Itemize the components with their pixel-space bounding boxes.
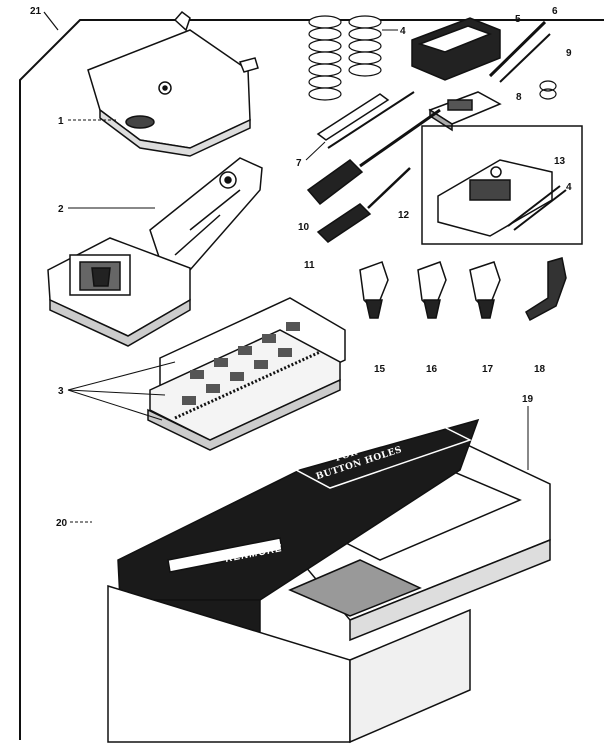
callout-2: 2 xyxy=(58,204,64,215)
presser-foot-17-part xyxy=(469,261,501,319)
callout-4: 4 xyxy=(400,26,406,37)
leader-21 xyxy=(43,11,59,31)
callout-10: 10 xyxy=(298,222,310,233)
seam-ripper-part xyxy=(316,91,415,149)
inset-box xyxy=(421,125,583,245)
leader-3 xyxy=(67,361,176,421)
callout-21: 21 xyxy=(30,6,42,17)
callout-17: 17 xyxy=(482,364,494,375)
presser-foot-16-part xyxy=(417,261,447,319)
callout-7: 7 xyxy=(296,158,302,169)
callout-12: 12 xyxy=(398,210,410,221)
leader-7 xyxy=(305,141,326,161)
screwdriver-small-part xyxy=(488,20,551,83)
gauge-card-part xyxy=(428,91,502,132)
callout-19: 19 xyxy=(522,394,534,405)
callout-11: 11 xyxy=(304,260,315,271)
presser-foot-18-part xyxy=(525,257,567,322)
buttonhole-attachment-part xyxy=(47,157,263,347)
screwdriver-large-part xyxy=(306,108,441,206)
callout-18: 18 xyxy=(534,364,546,375)
callout-8: 8 xyxy=(516,92,522,103)
callout-6: 6 xyxy=(552,6,558,17)
callout-14: 4 xyxy=(566,182,572,193)
bobbins-part xyxy=(308,15,382,101)
callout-16: 16 xyxy=(426,364,438,375)
frame-border xyxy=(19,19,604,740)
callout-3: 3 xyxy=(58,386,64,397)
presser-plate-part xyxy=(507,185,567,231)
cover-plate-part xyxy=(87,10,259,157)
feed-cover-plate-part xyxy=(437,159,553,237)
callout-15: 15 xyxy=(374,364,386,375)
callout-5: 5 xyxy=(515,14,521,25)
needle-pack-part xyxy=(411,17,501,81)
callout-20: 20 xyxy=(56,518,68,529)
callout-1: 1 xyxy=(58,116,64,127)
callout-9: 9 xyxy=(566,48,572,59)
screwdriver-medium-part xyxy=(316,167,411,243)
spring-part xyxy=(539,80,557,100)
accessories-box-part xyxy=(107,409,551,744)
presser-foot-15-part xyxy=(359,261,389,319)
templates-part xyxy=(147,297,346,451)
callout-13: 13 xyxy=(554,156,566,167)
